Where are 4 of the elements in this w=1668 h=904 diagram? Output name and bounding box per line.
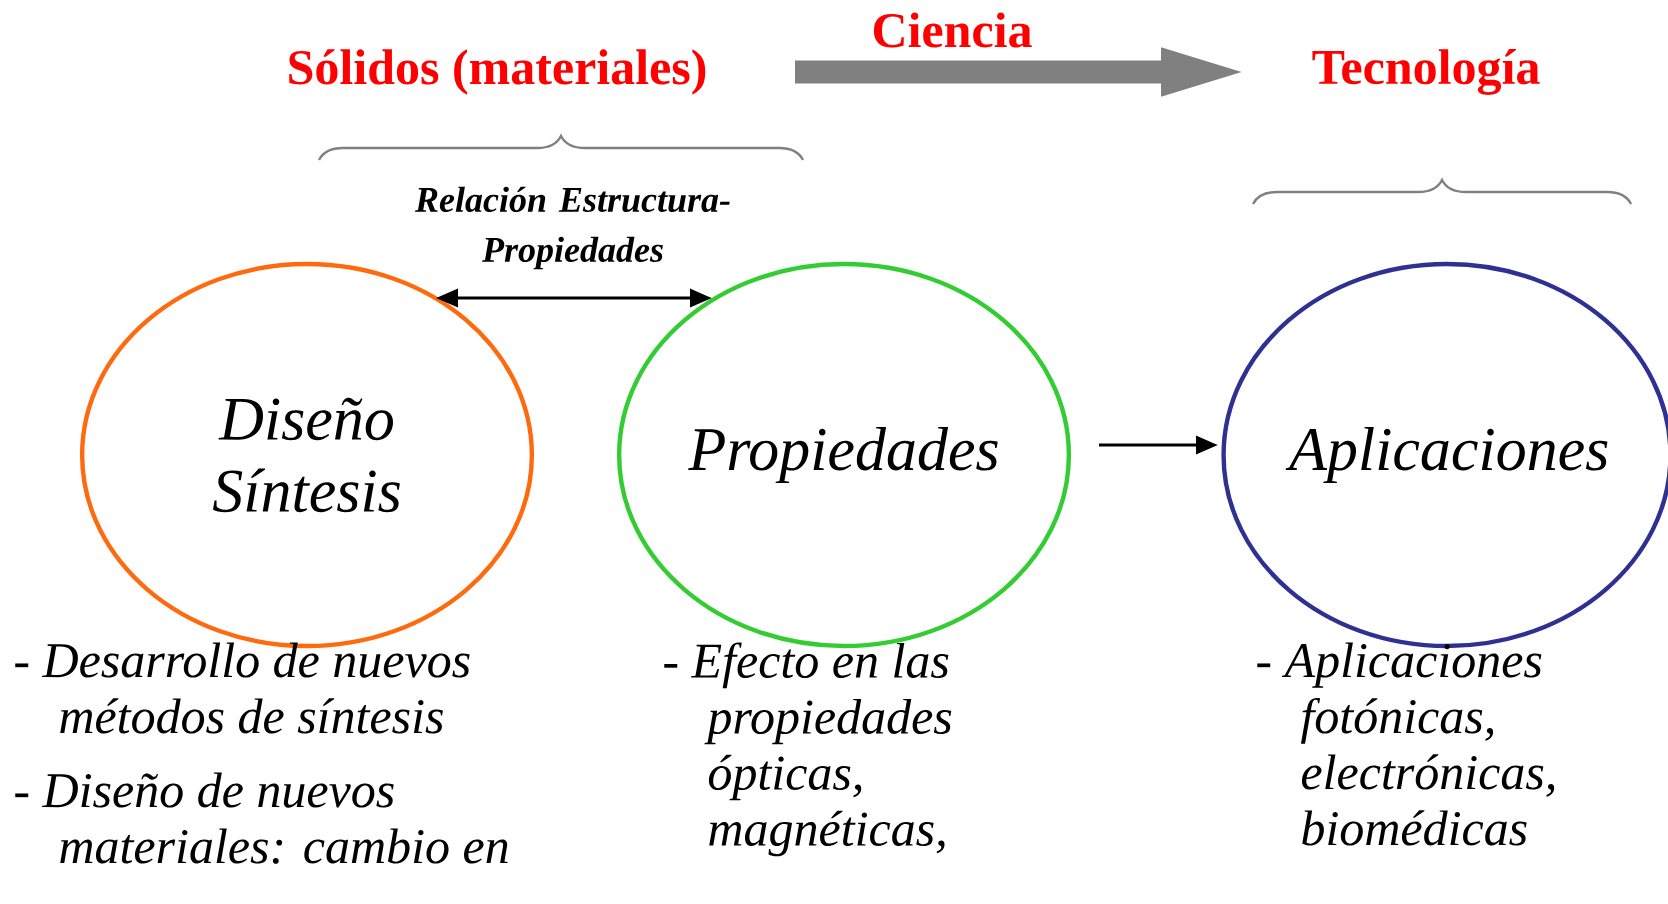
bullet-text: - Diseño de nuevos materiales: cambio en <box>15 772 508 864</box>
heading-text: Tecnología <box>1312 49 1540 95</box>
edge-label: Ciencia <box>873 12 1032 48</box>
heading-text: Sólidos (materiales) <box>289 49 706 95</box>
